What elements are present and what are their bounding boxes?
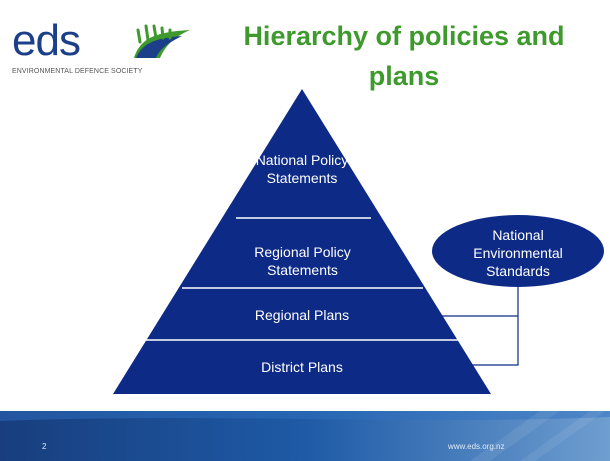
- eds-logo: eds ENVIRONMENTAL DEFENCE SOCIETY: [8, 16, 198, 80]
- tier-label-regional-plans: Regional Plans: [254, 307, 350, 323]
- connector-line: [456, 286, 519, 366]
- logo-wordmark: eds: [12, 16, 81, 65]
- pyramid-shape: [113, 89, 491, 394]
- standards-ellipse: [432, 215, 604, 287]
- footer-url[interactable]: www.eds.org.nz: [448, 442, 505, 451]
- page-number: 2: [42, 442, 47, 451]
- side-label-national-standards: National Environmental Standards: [473, 227, 563, 279]
- footer-background: [0, 411, 610, 461]
- footer-bar: 2 www.eds.org.nz: [0, 411, 610, 461]
- logo-subtitle: ENVIRONMENTAL DEFENCE SOCIETY: [12, 68, 143, 75]
- hierarchy-diagram: [113, 89, 604, 394]
- grass-icon: [134, 24, 190, 58]
- tier-label-district-plans: District Plans: [261, 359, 343, 375]
- slide-title: Hierarchy of policies and plans: [243, 21, 565, 91]
- tier-label-regional-policy: Regional Policy Statements: [254, 244, 351, 278]
- tier-label-national-policy: National Policy Statements: [255, 152, 349, 186]
